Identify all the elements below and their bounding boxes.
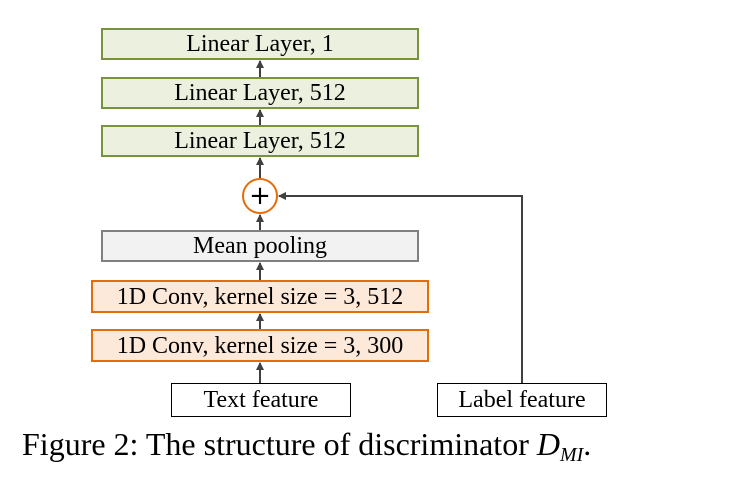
linear-layer-512-top-label: Linear Layer, 512 — [174, 80, 346, 106]
mean-pooling-label: Mean pooling — [193, 233, 327, 259]
text-feature-box: Text feature — [171, 383, 351, 417]
conv-300-label: 1D Conv, kernel size = 3, 300 — [116, 332, 404, 359]
linear-layer-512-top-box: Linear Layer, 512 — [101, 77, 419, 109]
conv-300-box: 1D Conv, kernel size = 3, 300 — [91, 329, 429, 362]
conv-512-box: 1D Conv, kernel size = 3, 512 — [91, 280, 429, 313]
caption-prefix: Figure 2: The structure of discriminator — [22, 426, 537, 462]
linear-layer-512-bottom-label: Linear Layer, 512 — [174, 128, 346, 154]
conv-512-label: 1D Conv, kernel size = 3, 512 — [116, 283, 404, 310]
arrow-label-to-sum — [278, 192, 523, 383]
linear-layer-1-label: Linear Layer, 1 — [186, 31, 334, 57]
mean-pooling-box: Mean pooling — [101, 230, 419, 262]
label-feature-box: Label feature — [437, 383, 607, 417]
linear-layer-512-bottom-box: Linear Layer, 512 — [101, 125, 419, 157]
plus-icon: + — [249, 181, 271, 211]
caption-symbol: D — [536, 426, 560, 462]
sum-node: + — [242, 178, 278, 214]
label-feature-label: Label feature — [458, 387, 586, 413]
figure-caption: Figure 2: The structure of discriminator… — [22, 426, 591, 467]
linear-layer-1-box: Linear Layer, 1 — [101, 28, 419, 60]
caption-suffix: . — [583, 426, 592, 462]
caption-subscript: MI — [559, 444, 584, 466]
text-feature-label: Text feature — [203, 387, 319, 413]
